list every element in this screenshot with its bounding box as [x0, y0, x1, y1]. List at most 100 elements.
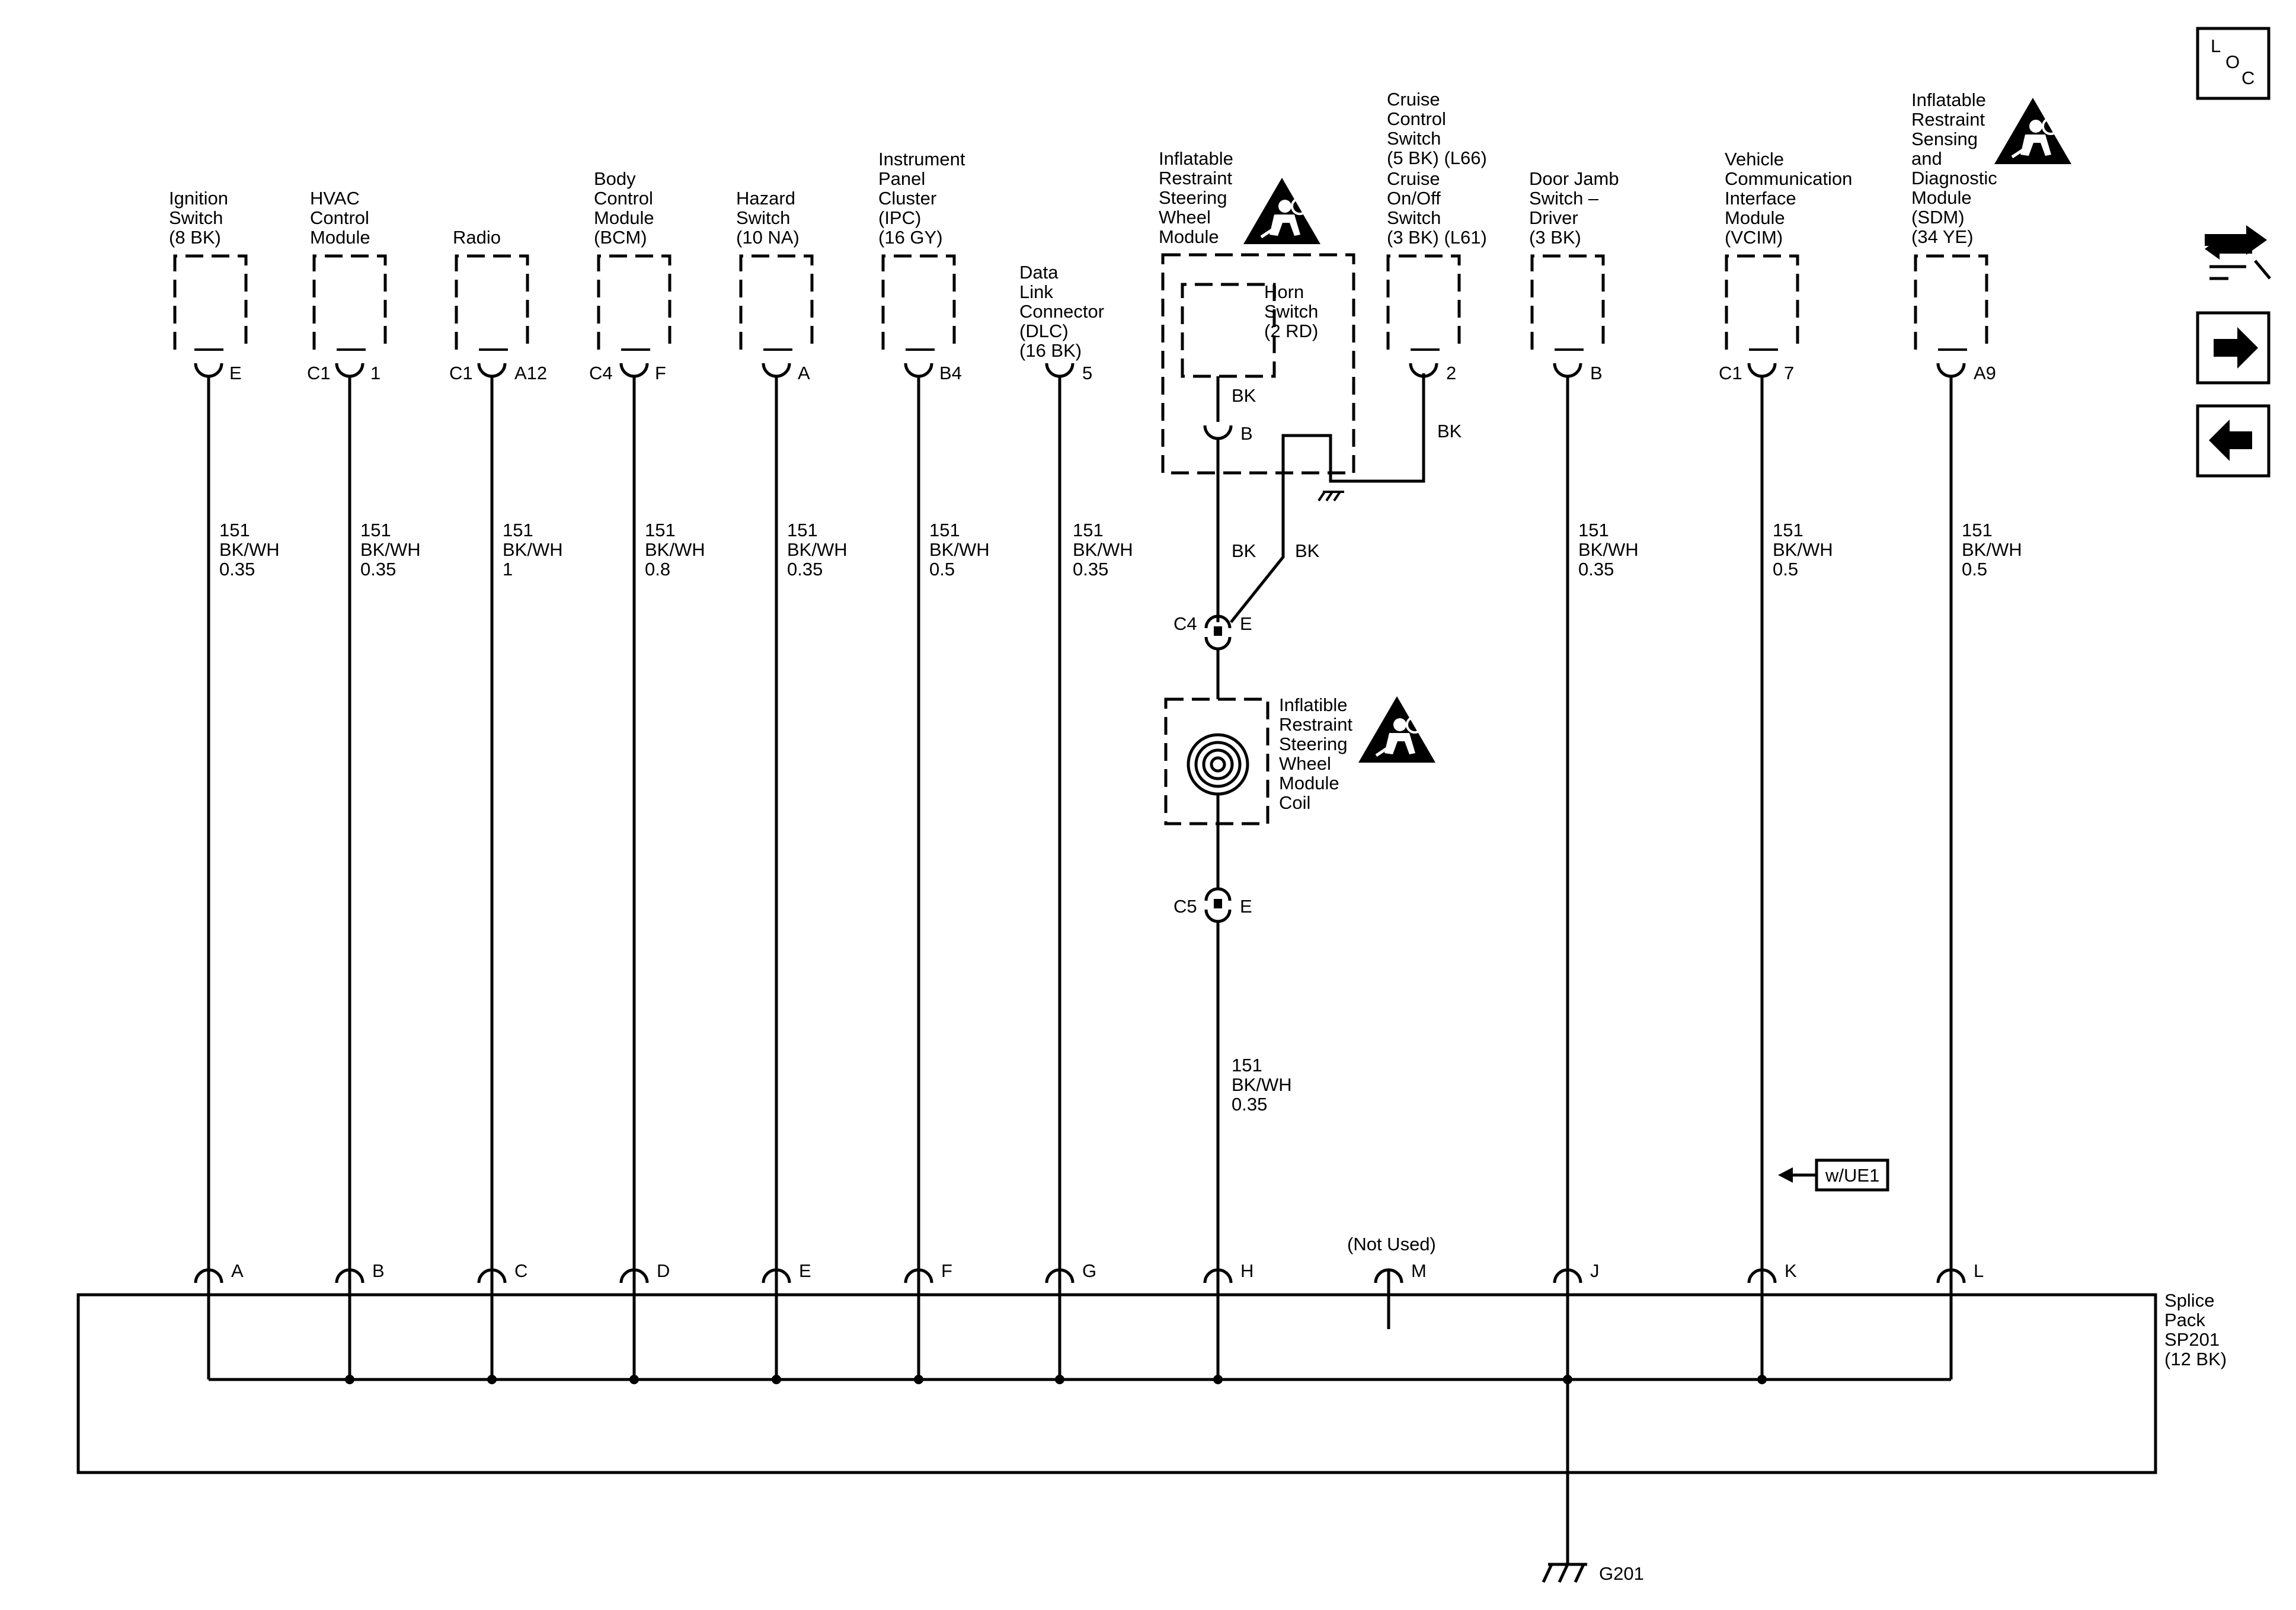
splice-pin-f: F [904, 1260, 952, 1384]
steering-module-label: Inflatable Restraint Steering Wheel Modu… [1159, 148, 1238, 247]
coil-label: Inflatible Restraint Steering Wheel Modu… [1279, 694, 1358, 813]
steering-wheel-coil: Inflatible Restraint Steering Wheel Modu… [1164, 694, 1435, 825]
sdm-connector: A9 [1936, 363, 1996, 383]
ignition-wire-label: 151 BK/WH 0.35 [219, 520, 284, 580]
ground-label: G201 [1599, 1563, 1644, 1584]
steering-wheel-module: Inflatable Restraint Steering Wheel Modu… [1159, 148, 1355, 475]
ipc-connector: B4 [904, 363, 962, 383]
door-jamb-switch-driver: Door Jamb Switch – Driver (3 BK) [1529, 168, 1624, 351]
steering-right-wire-label: BK [1295, 540, 1320, 561]
bcm-wire-label: 151 BK/WH 0.8 [645, 520, 710, 580]
ignition-switch: Ignition Switch (8 BK) [169, 188, 248, 351]
airbag-warning-icon [1243, 178, 1320, 244]
splice-pin-c: C [477, 1260, 527, 1384]
door-pin: B [1590, 363, 1603, 383]
cruise-pin: 2 [1446, 363, 1456, 383]
loc-letter-o: O [2225, 52, 2240, 72]
c4-connector: C4 E [1173, 613, 1252, 651]
horn-label: Horn Switch (2 RD) [1264, 281, 1323, 341]
splice-pin-label: J [1590, 1260, 1600, 1281]
hazard-switch: Hazard Switch (10 NA) [736, 188, 814, 351]
bcm-label: Body Control Module (BCM) [594, 168, 659, 248]
splice-pin-label: B [372, 1260, 385, 1281]
next-page-button[interactable] [2196, 311, 2271, 385]
hvac-wire-label: 151 BK/WH 0.35 [360, 520, 426, 580]
splice-pin-label: C [514, 1260, 527, 1281]
splice-pin-label: D [657, 1260, 670, 1281]
bcm-pin: F [655, 363, 666, 383]
bcm-connector-id: C4 [589, 363, 613, 383]
vcim-wire-label: 151 BK/WH 0.5 [1773, 520, 1838, 580]
horn-connector: B [1203, 423, 1253, 444]
chassis-ground-symbol [1318, 491, 1344, 502]
vcim-pin: 7 [1784, 363, 1794, 383]
steering-right-wire [1230, 373, 1425, 623]
hazard-wire-label: 151 BK/WH 0.35 [787, 520, 852, 580]
ignition-switch-label: Ignition Switch (8 BK) [169, 188, 234, 248]
radio-connector: C1 A12 [449, 363, 547, 383]
radio-pin: A12 [514, 363, 547, 383]
cruise-control-switch: Cruise Control Switch (5 BK) (L66) Cruis… [1386, 89, 1492, 351]
c5-connector-id: C5 [1173, 896, 1197, 917]
sensing-diagnostic-module: Inflatable Restraint Sensing and Diagnos… [1911, 89, 2071, 351]
steering-left-wire-label: BK [1232, 540, 1256, 561]
vcim-connector-id: C1 [1719, 363, 1742, 383]
ipc-label: Instrument Panel Cluster (IPC) (16 GY) [878, 149, 970, 248]
vcim-label: Vehicle Communication Interface Module (… [1725, 149, 1857, 248]
horn-pin: B [1240, 423, 1253, 444]
ignition-pin: E [229, 363, 242, 383]
splice-pin-h: H [1203, 1260, 1253, 1384]
splice-pin-label: K [1785, 1260, 1797, 1281]
splice-pin-label: G [1082, 1260, 1096, 1281]
c5-pin: E [1240, 896, 1252, 917]
sdm-label: Inflatable Restraint Sensing and Diagnos… [1911, 89, 2002, 247]
hazard-connector: A [762, 363, 810, 383]
instrument-panel-cluster: Instrument Panel Cluster (IPC) (16 GY) [878, 149, 970, 351]
vcim-connector: C1 7 [1719, 363, 1794, 383]
coil-airbag-warning-icon [1358, 696, 1435, 763]
splice-pack: A B C D E F G H M J K L Splice Pack SP201 (12 BK) [76, 1260, 2227, 1474]
splice-pin-d: D [619, 1260, 670, 1384]
splice-pin-m: M [1374, 1260, 1427, 1295]
splice-pin-g: G [1045, 1260, 1096, 1384]
splice-pin-label: A [231, 1260, 244, 1281]
hvac-pin: 1 [370, 363, 380, 383]
ignition-connector: E [194, 363, 242, 383]
body-control-module: Body Control Module (BCM) [594, 168, 671, 351]
radio-wire-label: 151 BK/WH 1 [503, 520, 568, 580]
cruise-wire-label: BK [1437, 421, 1462, 441]
door-label: Door Jamb Switch – Driver (3 BK) [1529, 168, 1624, 248]
sdm-pin: A9 [1974, 363, 1996, 383]
sdm-airbag-warning-icon [1994, 98, 2071, 164]
hvac-control-module: HVAC Control Module [310, 188, 387, 351]
bcm-connector: C4 F [589, 363, 666, 383]
data-link-connector: Data Link Connector (DLC) (16 BK) [1019, 262, 1109, 361]
c4-pin: E [1240, 613, 1252, 634]
door-wire-label: 151 BK/WH 0.35 [1578, 520, 1643, 580]
dlc-label: Data Link Connector (DLC) (16 BK) [1019, 262, 1109, 361]
loc-letter-c: C [2241, 68, 2255, 88]
option-ue1-label: w/UE1 [1825, 1165, 1879, 1186]
ground-g201: G201 [1542, 1379, 1644, 1584]
previous-page-button[interactable] [2196, 404, 2271, 478]
c4-connector-id: C4 [1173, 613, 1197, 634]
loc-button[interactable]: L O C [2196, 27, 2271, 100]
ipc-pin: B4 [939, 363, 962, 383]
radio: Radio [453, 227, 529, 351]
splice-pin-label: F [941, 1260, 952, 1281]
hvac-label: HVAC Control Module [310, 188, 375, 248]
splice-pin-l: L [1936, 1260, 1984, 1379]
cruise-connector: 2 [1409, 363, 1456, 383]
hazard-pin: A [798, 363, 810, 383]
splice-pin-label: L [1974, 1260, 1984, 1281]
cruise-label: Cruise Control Switch (5 BK) (L66) Cruis… [1387, 89, 1492, 248]
dlc-wire-label: 151 BK/WH 0.35 [1073, 520, 1138, 580]
connector-tools-icon[interactable] [2205, 225, 2271, 280]
radio-connector-id: C1 [449, 363, 473, 383]
door-connector: B [1553, 363, 1603, 383]
splice-pin-j: J [1553, 1260, 1600, 1384]
splice-pin-e: E [762, 1260, 811, 1384]
splice-label: Splice Pack SP201 (12 BK) [2164, 1290, 2227, 1369]
splice-pin-label: E [799, 1260, 811, 1281]
